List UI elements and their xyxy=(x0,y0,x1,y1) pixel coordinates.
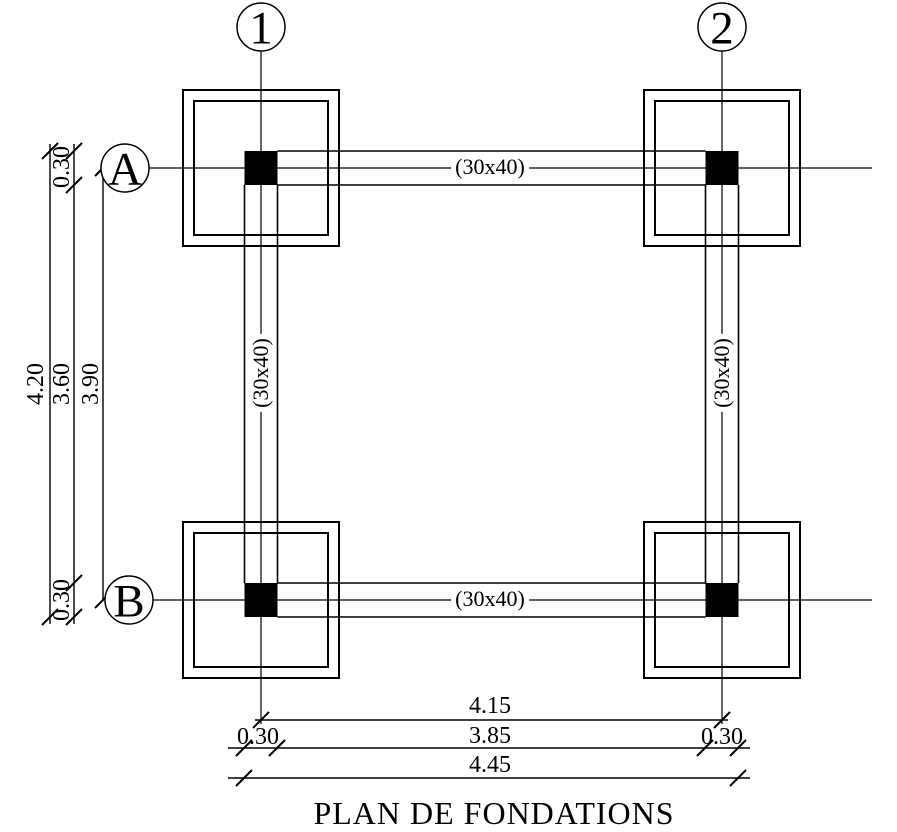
grid-bubble-B-label: B xyxy=(113,575,145,628)
tick xyxy=(41,608,59,626)
dim-text-axis-bottom: 4.15 xyxy=(469,693,511,719)
tick xyxy=(729,739,747,757)
tick xyxy=(713,711,731,729)
columns xyxy=(244,151,739,617)
grid-bubbles xyxy=(100,2,747,625)
tick xyxy=(41,142,59,160)
drawing-title: PLAN DE FONDATIONS xyxy=(313,795,675,831)
column xyxy=(244,151,278,185)
footing-outline xyxy=(654,532,790,668)
beam-size-label-left: (30x40) xyxy=(248,334,273,412)
dim-text-overall-bottom: 4.45 xyxy=(469,752,511,778)
footing-outline xyxy=(182,521,340,679)
dim-text-col-left: 0.30 xyxy=(237,724,279,750)
column xyxy=(705,583,739,617)
footings xyxy=(182,89,801,679)
bottom-dimension-lines xyxy=(228,719,750,779)
grid-bubble-A-circle xyxy=(100,143,150,193)
dim-text-clear-left: 3.60 xyxy=(49,363,75,405)
tick xyxy=(235,769,253,787)
beam-edge-lines xyxy=(243,150,740,618)
footing-outline xyxy=(643,521,801,679)
dimension-ticks xyxy=(41,142,747,787)
tick xyxy=(65,142,83,160)
tick xyxy=(252,711,270,729)
tick xyxy=(268,739,286,757)
grid-bubble-2-label: 2 xyxy=(710,2,734,55)
footing-outline xyxy=(654,100,790,236)
tick xyxy=(729,769,747,787)
beam-size-label-top: (30x40) xyxy=(451,156,529,178)
footing-outline xyxy=(193,532,329,668)
tick xyxy=(65,574,83,592)
dim-text-col-bottom: 0.30 xyxy=(49,579,75,621)
dim-text-overall-left: 4.20 xyxy=(23,363,49,405)
left-dimension-lines xyxy=(49,144,104,624)
dim-text-col-right: 0.30 xyxy=(701,724,743,750)
tick xyxy=(696,739,714,757)
footing-outline xyxy=(193,100,329,236)
dim-text-col-top: 0.30 xyxy=(49,146,75,188)
tick xyxy=(65,176,83,194)
beam-size-label-bottom: (30x40) xyxy=(451,588,529,610)
grid-bubble-B-circle xyxy=(104,575,154,625)
tick xyxy=(235,739,253,757)
beam-size-label-right: (30x40) xyxy=(709,334,734,412)
grid-bubble-1-circle xyxy=(236,2,286,52)
footing-outline xyxy=(182,89,340,247)
column xyxy=(244,583,278,617)
dim-text-axis-left: 3.90 xyxy=(78,363,104,405)
grid-bubble-2-circle xyxy=(697,2,747,52)
grid-bubble-A-label: A xyxy=(108,143,142,196)
dim-text-clear-bottom: 3.85 xyxy=(469,723,511,749)
tick xyxy=(65,608,83,626)
grid-bubble-1-label: 1 xyxy=(249,2,273,55)
footing-outline xyxy=(643,89,801,247)
column xyxy=(705,151,739,185)
